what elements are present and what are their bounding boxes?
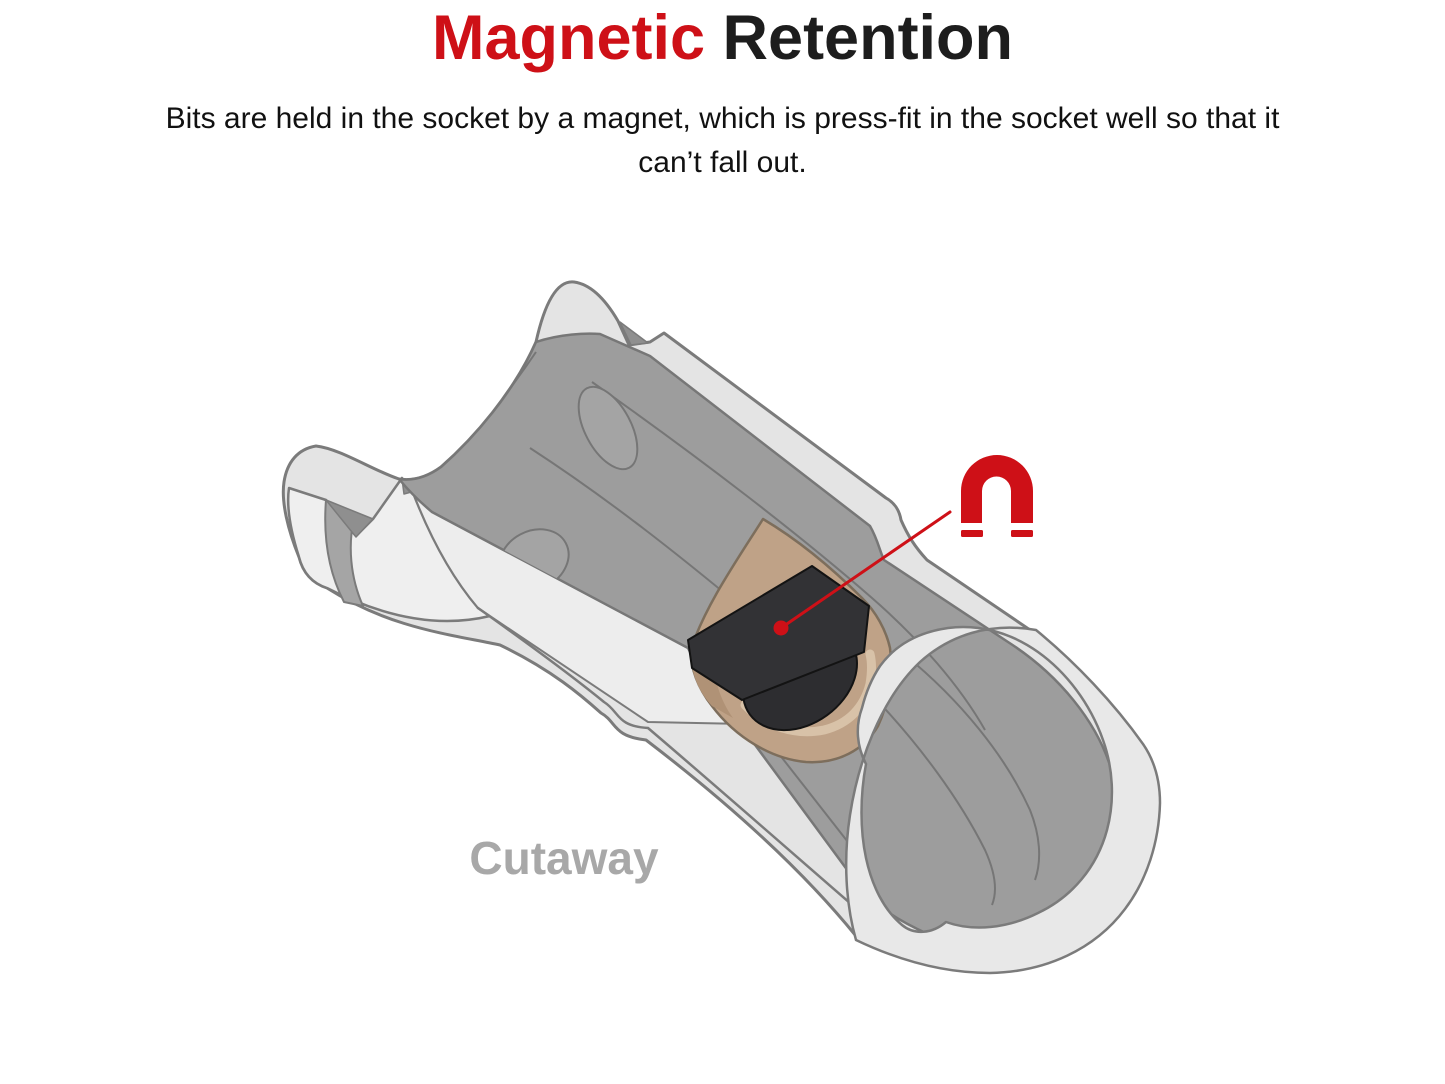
magnet-pole-tip	[1011, 530, 1033, 537]
front-cut-ridge	[476, 606, 860, 912]
horseshoe-magnet-icon	[961, 455, 1033, 537]
retaining-groove	[324, 499, 364, 607]
groove-notch	[325, 499, 374, 538]
cutaway-label: Cutaway	[469, 832, 659, 884]
magnet-pole-tip	[961, 530, 983, 537]
detent-dimple	[577, 385, 639, 471]
page-title: Magnetic Retention	[0, 3, 1445, 73]
cut-floor	[411, 489, 746, 725]
bit-opening-face	[844, 625, 1162, 975]
callout-line	[779, 510, 952, 630]
subtitle-line-2: can’t fall out.	[638, 146, 807, 180]
bore-facet-line	[904, 654, 1041, 881]
bore-facet-line	[591, 381, 986, 731]
callout-dot	[773, 620, 789, 636]
subtitle-line-1: Bits are held in the socket by a magnet,…	[165, 102, 1280, 136]
subtitle: Bits are held in the socket by a magnet,…	[0, 97, 1445, 185]
title-highlight: Magnetic	[431, 3, 706, 73]
title-rest: Retention	[722, 3, 1014, 73]
header: Magnetic Retention Bits are held in the …	[0, 0, 1445, 185]
bore-facet-line	[871, 694, 997, 906]
top-notch-wall	[619, 321, 649, 346]
magnet-callout	[773, 510, 952, 636]
